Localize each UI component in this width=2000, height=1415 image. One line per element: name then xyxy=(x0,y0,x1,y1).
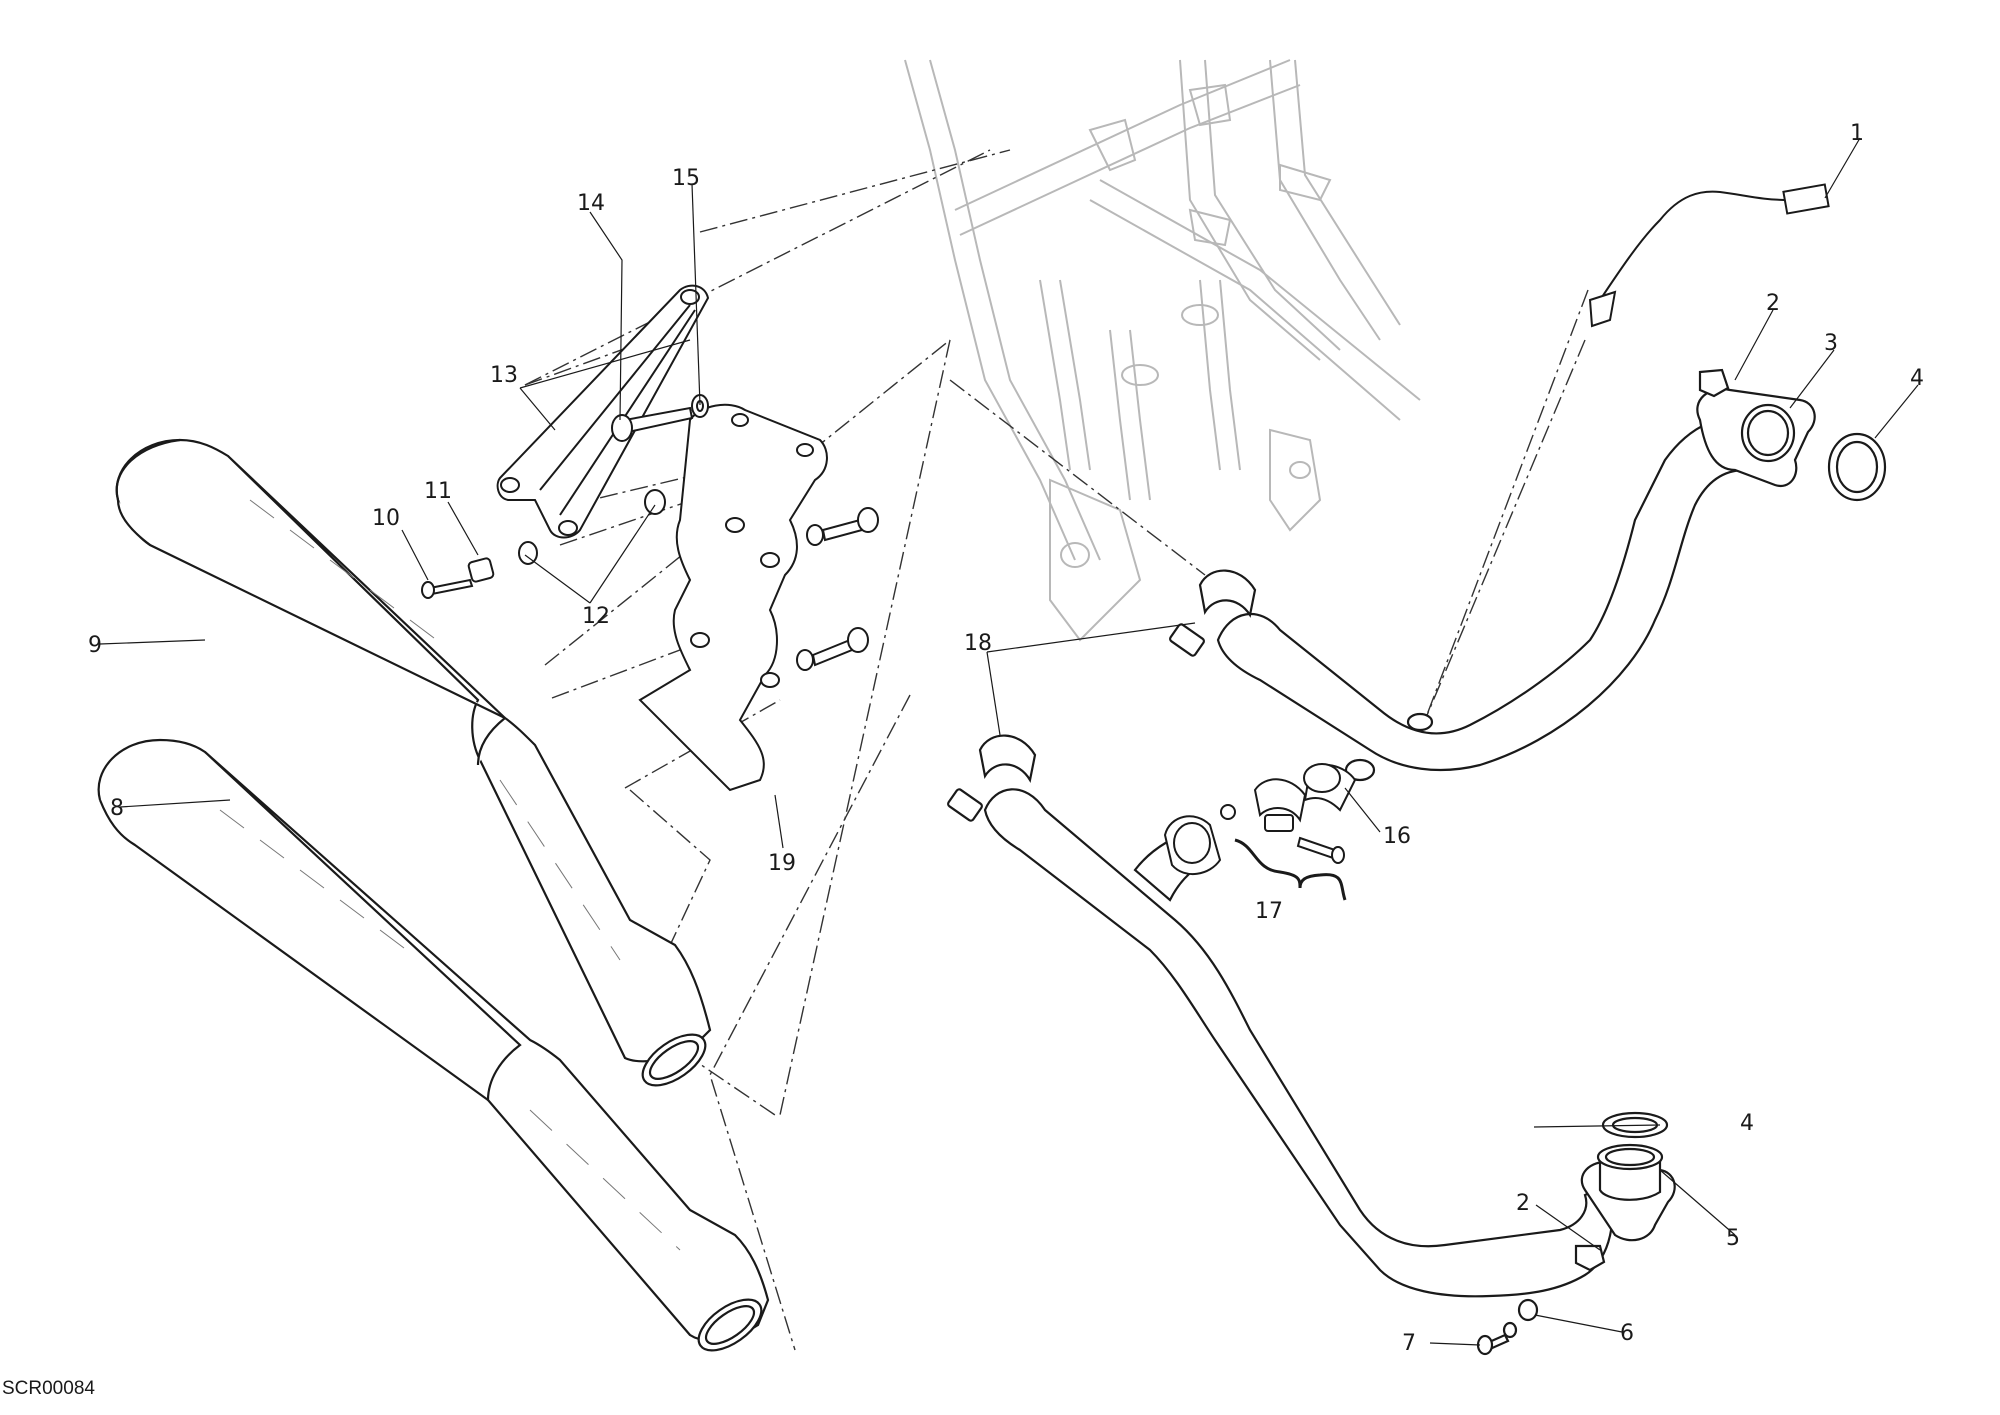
callout-12: 12 xyxy=(582,604,610,629)
callout-leaders xyxy=(99,137,1919,1346)
callout-8: 8 xyxy=(110,796,124,821)
muffler-lower xyxy=(97,738,770,1352)
exhaust-header-upper xyxy=(1169,368,1887,782)
kit-brace xyxy=(1234,838,1347,901)
callout-2-lower: 2 xyxy=(1516,1191,1530,1216)
drawing-code: SCR00084 xyxy=(2,1378,95,1399)
callout-3: 3 xyxy=(1824,331,1838,356)
callout-9: 9 xyxy=(88,633,102,658)
callout-17: 17 xyxy=(1255,899,1283,924)
callout-15: 15 xyxy=(672,166,700,191)
callout-11: 11 xyxy=(424,479,452,504)
callout-14: 14 xyxy=(577,191,605,216)
muffler-shading-lines xyxy=(219,499,681,1251)
motorcycle-frame xyxy=(904,59,1421,642)
callout-16: 16 xyxy=(1383,824,1411,849)
callout-4-upper: 4 xyxy=(1910,366,1924,391)
muffler-bracket-plate xyxy=(638,403,828,792)
fasteners xyxy=(421,394,879,671)
callout-1: 1 xyxy=(1850,121,1864,146)
callout-18: 18 xyxy=(964,631,992,656)
callout-19: 19 xyxy=(768,851,796,876)
clamp-kit xyxy=(1163,763,1357,875)
callout-numbers: 1 2 3 4 2 4 5 6 7 8 9 10 11 12 13 14 15 … xyxy=(88,121,1924,1356)
exhaust-header-lower xyxy=(947,734,1676,1356)
callout-10: 10 xyxy=(372,506,400,531)
lambda-sensor xyxy=(1588,183,1830,328)
callout-5: 5 xyxy=(1726,1226,1740,1251)
muffler-upper xyxy=(115,438,712,1087)
callout-4-lower: 4 xyxy=(1740,1111,1754,1136)
callout-13: 13 xyxy=(490,363,518,388)
callout-7: 7 xyxy=(1402,1331,1416,1356)
callout-2-upper: 2 xyxy=(1766,291,1780,316)
callout-6: 6 xyxy=(1620,1321,1634,1346)
